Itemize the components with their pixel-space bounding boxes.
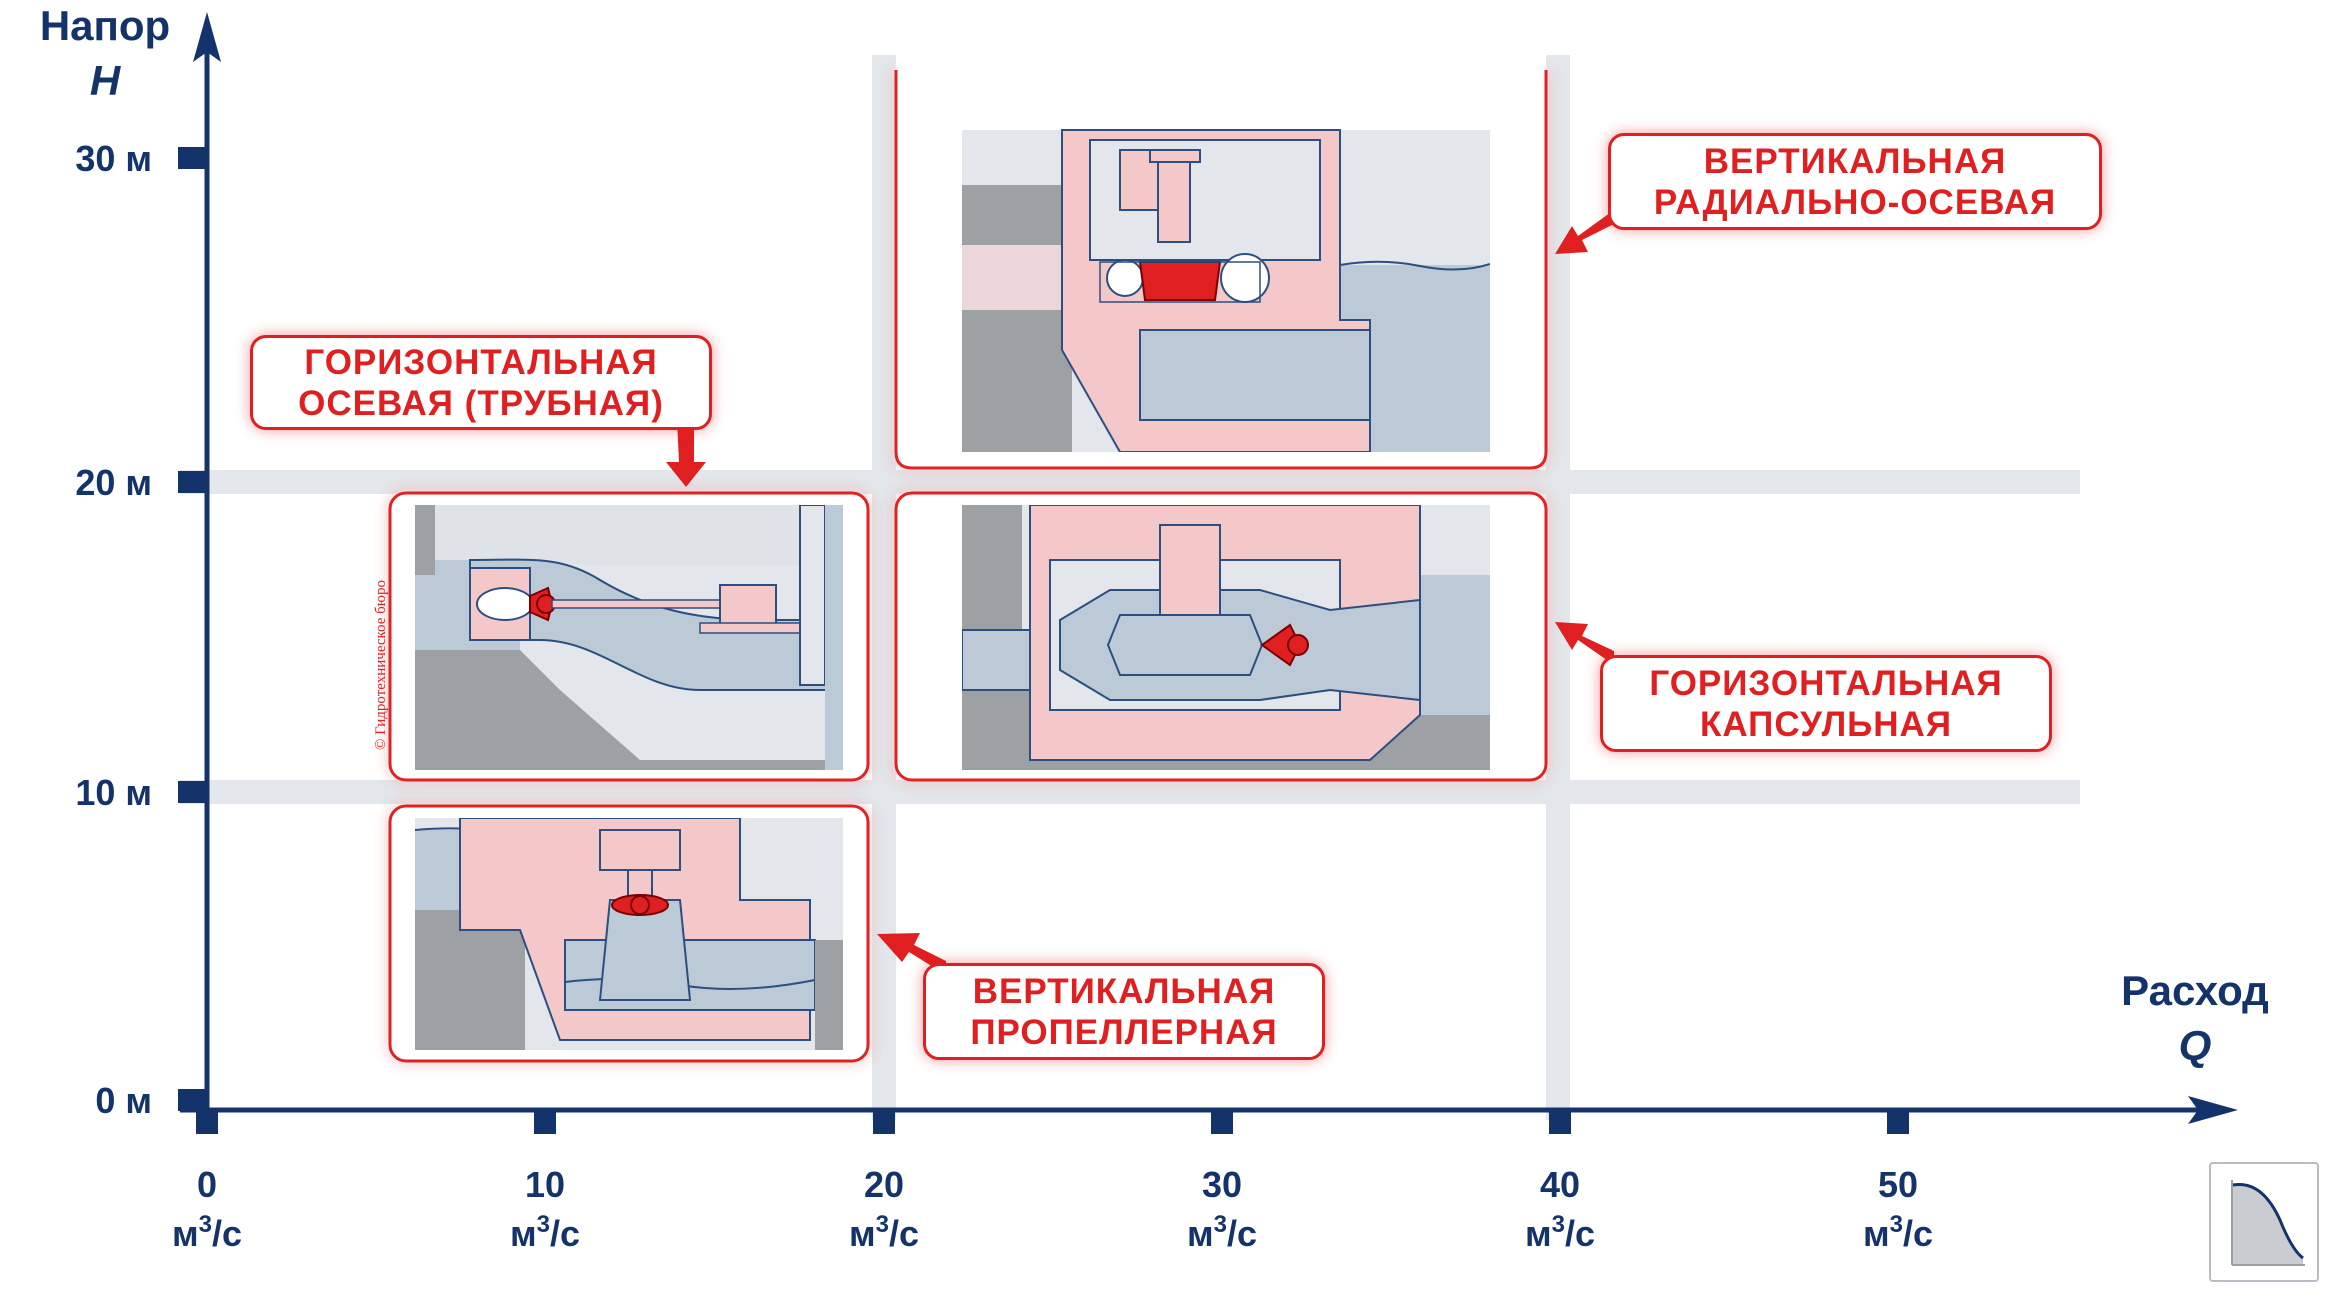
x-tick-label: 50	[1878, 1164, 1918, 1205]
x-tick-mark	[1887, 1108, 1909, 1134]
x-tick-unit: м3/с	[1187, 1211, 1257, 1254]
x-tick-label: 40	[1540, 1164, 1580, 1205]
y-tick-label: 0 м	[95, 1080, 152, 1121]
y-tick-label: 30 м	[75, 138, 152, 179]
y-tick-mark	[178, 781, 208, 803]
x-tick-label: 30	[1202, 1164, 1242, 1205]
y-tick-label: 10 м	[75, 772, 152, 813]
label-horizontal-bulb-line2: КАПСУЛЬНАЯ	[1699, 704, 1952, 744]
panel-horizontal-bulb	[894, 491, 1548, 782]
x-tick-mark	[1211, 1108, 1233, 1134]
x-axis-title: Расход	[2121, 967, 2269, 1014]
label-vertical-propeller: ВЕРТИКАЛЬНАЯ ПРОПЕЛЛЕРНАЯ	[923, 963, 1325, 1060]
band-h20	[180, 470, 2080, 494]
x-tick-label: 0	[197, 1164, 217, 1205]
callout-arrows	[666, 210, 1614, 975]
panel-vertical-propeller	[388, 804, 870, 1063]
x-axis-symbol: Q	[2179, 1022, 2212, 1070]
label-horizontal-axial-line2: ОСЕВАЯ (ТРУБНАЯ)	[298, 383, 664, 423]
arrow-vertical-propeller	[877, 933, 946, 975]
x-tick-unit: м3/с	[172, 1211, 242, 1254]
arrow-horizontal-axial	[666, 420, 706, 487]
copyright-text: © Гидротехническое бюро	[373, 580, 389, 750]
curve-thumbnail-icon	[2209, 1162, 2319, 1282]
x-tick-mark	[873, 1108, 895, 1134]
y-tick-mark	[178, 471, 208, 493]
x-tick-unit: м3/с	[849, 1211, 919, 1254]
label-horizontal-bulb-line1: ГОРИЗОНТАЛЬНАЯ	[1649, 663, 2003, 703]
band-h10	[180, 780, 2080, 804]
x-tick-unit: м3/с	[510, 1211, 580, 1254]
range-bands	[180, 55, 2080, 1120]
band-q40	[1546, 55, 1570, 1120]
x-tick-mark	[1549, 1108, 1571, 1134]
y-axis-symbol: H	[90, 57, 122, 104]
x-tick-unit: м3/с	[1863, 1211, 1933, 1254]
label-vertical-francis-line2: РАДИАЛЬНО-ОСЕВАЯ	[1653, 182, 2057, 222]
y-tick-label: 20 м	[75, 462, 152, 503]
arrow-horizontal-bulb	[1555, 622, 1614, 665]
axes: 30 м 20 м 10 м 0 м 0 м3/с 10 м3/с 20 м3/с 30 м3/с 4…	[75, 12, 2238, 1254]
label-vertical-propeller-line1: ВЕРТИКАЛЬНАЯ	[972, 971, 1276, 1011]
x-tick-mark	[196, 1108, 218, 1134]
panel-horizontal-axial: © Гидротехническое бюро	[373, 491, 870, 782]
arrow-vertical-francis	[1555, 210, 1614, 254]
x-tick-label: 20	[864, 1164, 904, 1205]
label-vertical-propeller-line2: ПРОПЕЛЛЕРНАЯ	[970, 1012, 1278, 1052]
panel-vertical-francis	[894, 70, 1548, 470]
x-tick-unit: м3/с	[1525, 1211, 1595, 1254]
x-tick-label: 10	[525, 1164, 565, 1205]
y-tick-mark	[178, 1089, 208, 1111]
label-vertical-francis-line1: ВЕРТИКАЛЬНАЯ	[1703, 141, 2007, 181]
y-tick-mark	[178, 147, 208, 169]
y-axis-title: Напор	[40, 2, 170, 49]
label-horizontal-axial: ГОРИЗОНТАЛЬНАЯ ОСЕВАЯ (ТРУБНАЯ)	[250, 335, 712, 430]
label-horizontal-axial-line1: ГОРИЗОНТАЛЬНАЯ	[304, 342, 658, 382]
label-vertical-francis: ВЕРТИКАЛЬНАЯ РАДИАЛЬНО-ОСЕВАЯ	[1608, 133, 2102, 230]
x-tick-mark	[534, 1108, 556, 1134]
band-q20	[872, 55, 896, 1120]
label-horizontal-bulb: ГОРИЗОНТАЛЬНАЯ КАПСУЛЬНАЯ	[1600, 655, 2052, 752]
